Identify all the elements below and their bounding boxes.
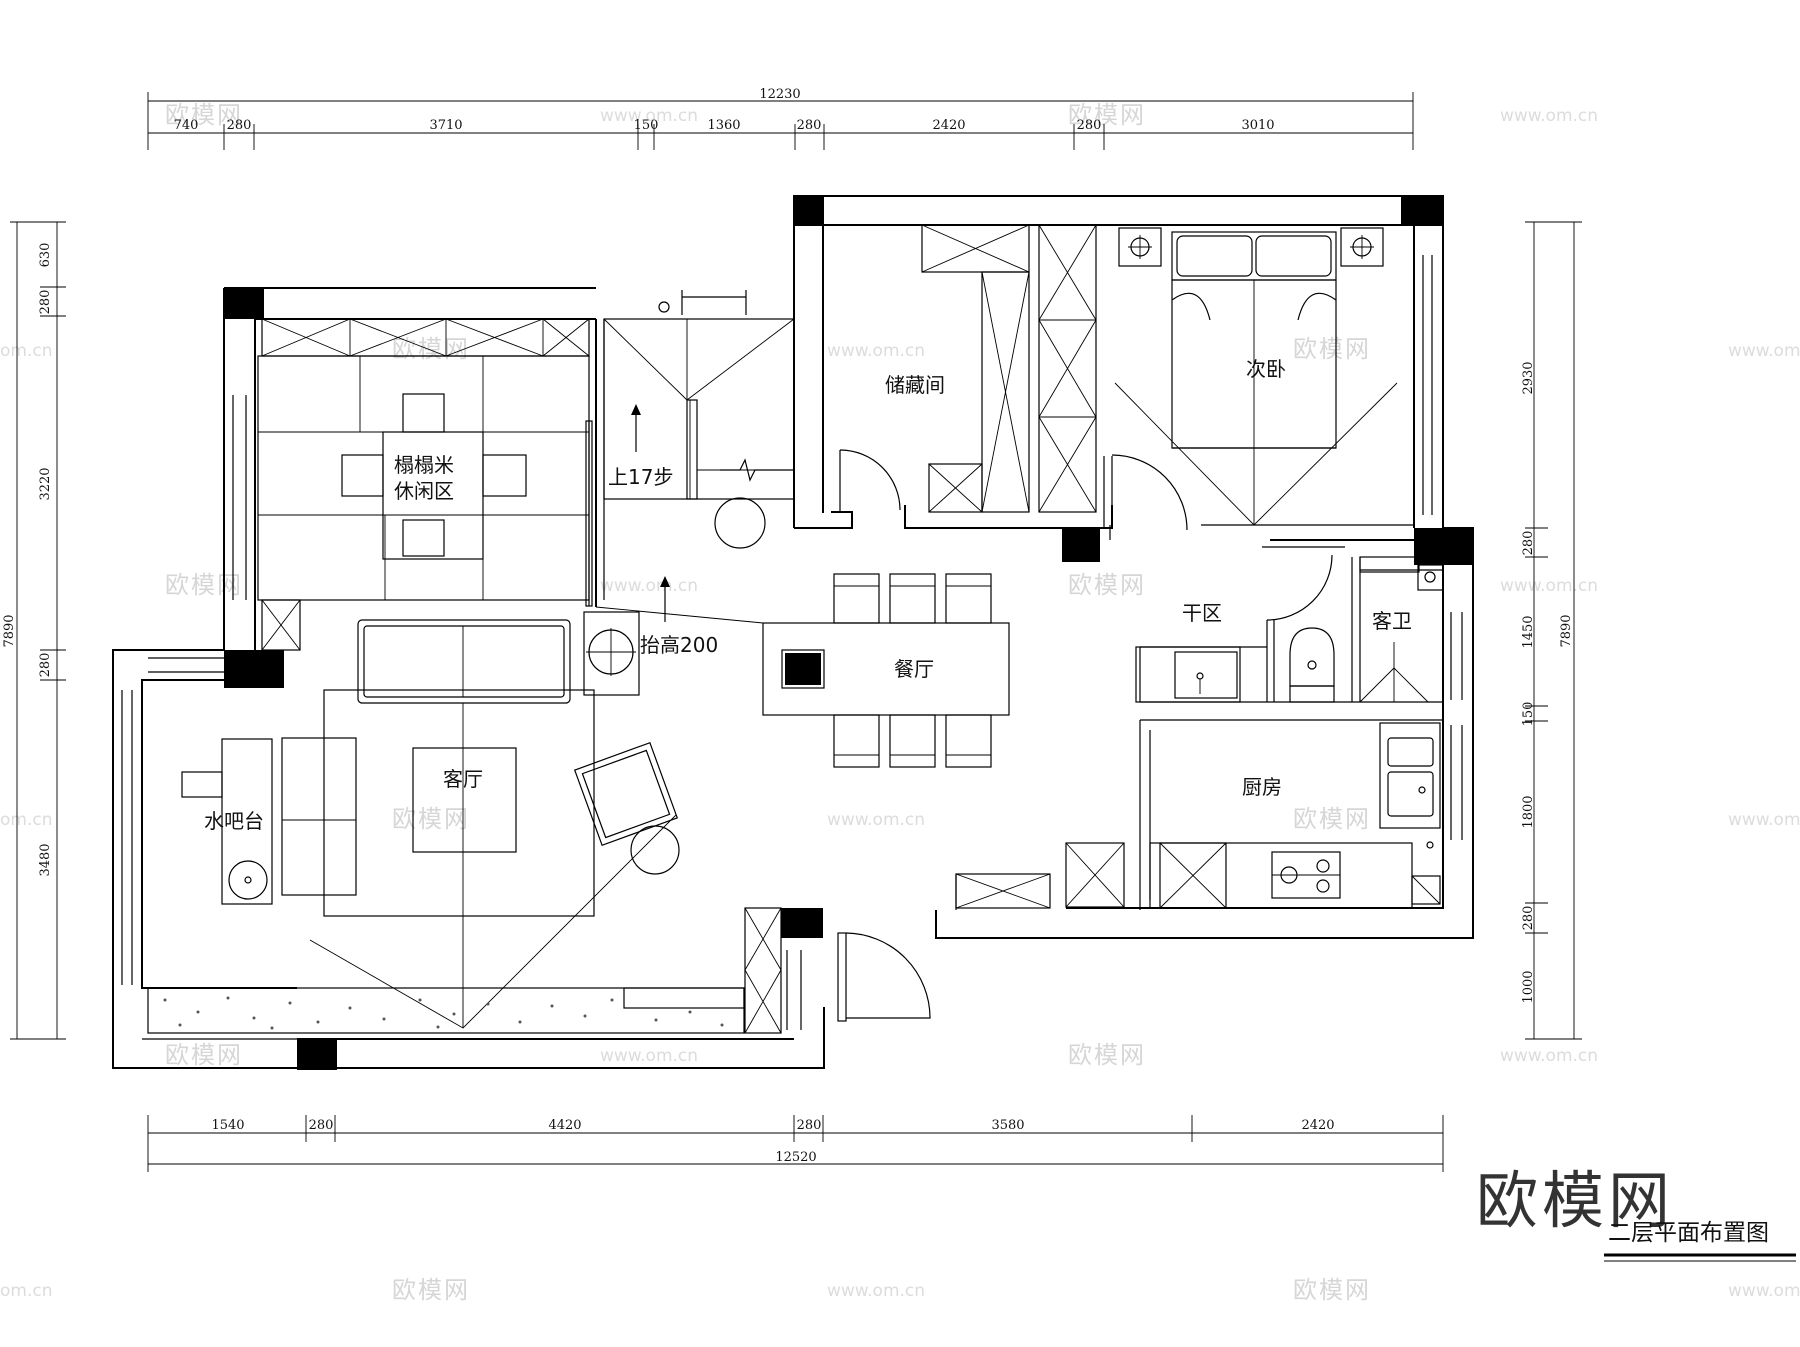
- dim-right-4: 150: [1521, 702, 1536, 727]
- dim-right-total: 7890: [1559, 614, 1574, 647]
- watermark-url: om.cn: [0, 810, 53, 830]
- staircase: 上17步: [603, 301, 795, 549]
- dim-right-7: 1000: [1521, 970, 1536, 1003]
- watermark-brand: 欧模网: [1068, 571, 1146, 599]
- watermark-brand: 欧模网: [165, 101, 243, 129]
- watermark-url: www.om.cn: [1728, 341, 1800, 361]
- window-planter: [147, 907, 802, 1034]
- watermark-url: www.om.cn: [600, 106, 698, 126]
- watermark-brand: 欧模网: [165, 571, 243, 599]
- dim-right-5: 1800: [1521, 795, 1536, 828]
- dining-area: 餐厅: [595, 573, 1010, 768]
- bedside-lamp-left: [1118, 227, 1162, 267]
- watermark-url: www.om.cn: [1500, 1046, 1598, 1066]
- dim-left-2: 280: [38, 290, 53, 315]
- dim-top-9: 3010: [1241, 118, 1274, 133]
- watermark-brand: 欧模网: [165, 1041, 243, 1069]
- kitchen: 厨房: [955, 722, 1441, 910]
- watermark-brand: 欧模网: [392, 805, 470, 833]
- dim-left-4: 280: [38, 653, 53, 678]
- dimension-bottom: 1540 280 4420 280 3580 2420 12520: [147, 1115, 1444, 1172]
- dimension-right: 2930 280 1450 150 1800 280 1000 7890: [1521, 221, 1582, 1040]
- watermark-brand: 欧模网: [1068, 101, 1146, 129]
- dim-left-total: 7890: [2, 614, 17, 647]
- dim-bottom-6: 2420: [1301, 1118, 1334, 1133]
- bedside-lamp-right: [1340, 227, 1384, 267]
- room-label-storage: 储藏间: [885, 373, 945, 397]
- watermark-url: www.om.cn: [1500, 576, 1598, 596]
- watermark-url: om.cn: [0, 341, 53, 361]
- room-label-tatami-2: 休闲区: [394, 479, 454, 503]
- watermark-url: www.om.cn: [827, 341, 925, 361]
- dim-right-6: 280: [1521, 906, 1536, 931]
- watermark-url: www.om.cn: [827, 1281, 925, 1301]
- dim-bottom-total: 12520: [775, 1150, 816, 1165]
- drawing-title: 二层平面布置图: [1608, 1220, 1769, 1246]
- dim-right-2: 280: [1521, 531, 1536, 556]
- room-label-tatami-1: 榻榻米: [394, 453, 454, 477]
- watermark-url: www.om.cn: [1728, 810, 1800, 830]
- dim-bottom-1: 1540: [211, 1118, 244, 1133]
- dim-top-5: 1360: [707, 118, 740, 133]
- dimension-left: 630 280 3220 280 3480 7890: [2, 221, 66, 1040]
- guest-bath: 客卫: [1359, 556, 1444, 703]
- dim-right-3: 1450: [1521, 615, 1536, 648]
- watermark-url: www.om.cn: [827, 810, 925, 830]
- room-label-kitchen: 厨房: [1242, 775, 1282, 799]
- dim-top-total: 12230: [759, 87, 800, 102]
- watermark-brand: 欧模网: [392, 335, 470, 363]
- dim-top-1: 740: [174, 118, 199, 133]
- watermark-url: om.cn: [0, 1281, 53, 1301]
- room-label-dry-area: 干区: [1182, 601, 1222, 625]
- brand-logo: 欧模网: [1476, 1164, 1674, 1237]
- dim-top-2: 280: [227, 118, 252, 133]
- dim-bottom-4: 280: [797, 1118, 822, 1133]
- watermark-brand: 欧模网: [1068, 1041, 1146, 1069]
- stairs-label: 上17步: [608, 465, 673, 489]
- dry-area: 干区: [1135, 554, 1335, 703]
- watermark-brand: 欧模网: [1293, 1276, 1371, 1304]
- watermark-url: www.om.cn: [1728, 1281, 1800, 1301]
- dim-bottom-3: 4420: [548, 1118, 581, 1133]
- entry-door: [837, 932, 931, 1022]
- raised-label: 抬高200: [640, 633, 718, 657]
- second-bedroom: 次卧: [1111, 227, 1398, 531]
- water-bar-label: 水吧台: [204, 809, 264, 833]
- structural-columns: [224, 196, 1473, 1070]
- room-label-dining: 餐厅: [894, 657, 934, 681]
- walls: [112, 195, 1474, 1069]
- room-label-second-bedroom: 次卧: [1246, 357, 1286, 381]
- dim-top-6: 280: [797, 118, 822, 133]
- dim-left-5: 3480: [38, 843, 53, 876]
- watermark-brand: 欧模网: [1293, 335, 1371, 363]
- dim-right-1: 2930: [1521, 361, 1536, 394]
- dim-bottom-5: 3580: [991, 1118, 1024, 1133]
- watermark-url: www.om.cn: [1500, 106, 1598, 126]
- tatami-area: 榻榻米 休闲区: [257, 318, 593, 651]
- dimension-top: 12230 740 280 3710 150 1360 280 2420 280…: [147, 87, 1414, 150]
- dim-left-3: 3220: [38, 467, 53, 500]
- dim-top-4: 150: [634, 118, 659, 133]
- living-room: 抬高200 客厅 水吧台: [181, 576, 718, 1029]
- dim-top-3: 3710: [429, 118, 462, 133]
- dim-bottom-2: 280: [309, 1118, 334, 1133]
- watermark-brand: 欧模网: [392, 1276, 470, 1304]
- storage-room: 储藏间: [839, 224, 1097, 513]
- watermark-url: www.om.cn: [600, 576, 698, 596]
- dim-left-1: 630: [38, 243, 53, 268]
- watermark-brand: 欧模网: [1293, 805, 1371, 833]
- watermark-url: www.om.cn: [600, 1046, 698, 1066]
- dim-top-7: 2420: [932, 118, 965, 133]
- room-label-guest-bath: 客卫: [1372, 609, 1412, 633]
- dim-top-8: 280: [1077, 118, 1102, 133]
